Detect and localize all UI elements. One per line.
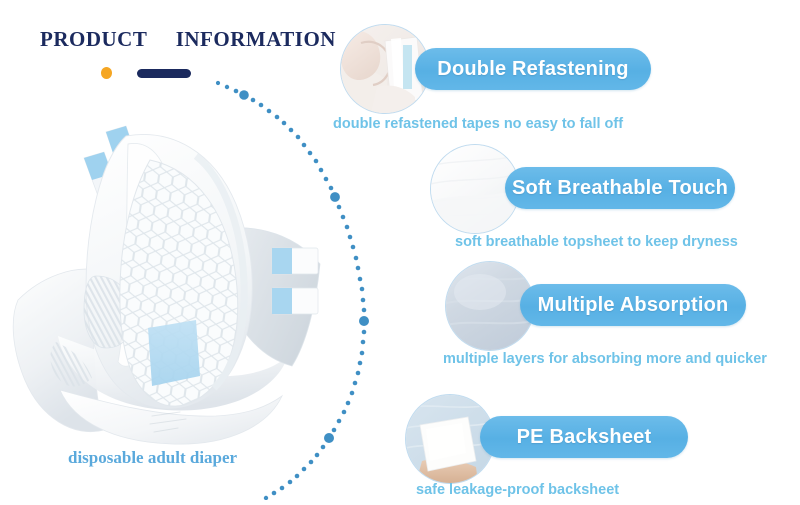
feature-thumbnail-pe-backsheet — [406, 395, 494, 483]
feature-block-double-refastening: Double Refastening double refastened tap… — [333, 25, 781, 140]
feature-caption-soft-breathable-touch: soft breathable topsheet to keep dryness — [455, 234, 738, 250]
feature-pill-multiple-absorption[interactable]: Multiple Absorption — [520, 284, 746, 326]
feature-title-pe-backsheet: PE Backsheet — [516, 425, 652, 448]
feature-thumbnail-soft-breathable-touch — [431, 145, 519, 233]
product-caption: disposable adult diaper — [68, 448, 238, 467]
header-accent-dot — [101, 67, 112, 79]
feature-caption-double-refastening: double refastened tapes no easy to fall … — [333, 116, 624, 132]
feature-title-double-refastening: Double Refastening — [437, 57, 629, 80]
feature-block-soft-breathable-touch: Soft Breathable Touch soft breathable to… — [431, 145, 800, 260]
product-photo — [0, 100, 335, 445]
feature-caption-multiple-absorption: multiple layers for absorbing more and q… — [443, 351, 767, 367]
feature-pill-soft-breathable-touch[interactable]: Soft Breathable Touch — [505, 167, 735, 209]
feature-thumbnail-double-refastening — [341, 25, 429, 113]
feature-title-multiple-absorption: Multiple Absorption — [537, 293, 729, 316]
feature-pill-pe-backsheet[interactable]: PE Backsheet — [480, 416, 688, 458]
feature-caption-pe-backsheet: safe leakage-proof backsheet — [416, 482, 620, 498]
feature-thumbnail-multiple-absorption — [446, 262, 534, 350]
feature-block-multiple-absorption: Multiple Absorption multiple layers for … — [443, 262, 800, 377]
feature-pill-double-refastening[interactable]: Double Refastening — [415, 48, 651, 90]
feature-block-pe-backsheet: PE Backsheet safe leakage-proof backshee… — [406, 395, 746, 500]
header-accent-bar — [137, 69, 191, 78]
feature-title-soft-breathable-touch: Soft Breathable Touch — [511, 176, 729, 199]
page-title: PRODUCT INFORMATION — [40, 27, 336, 51]
